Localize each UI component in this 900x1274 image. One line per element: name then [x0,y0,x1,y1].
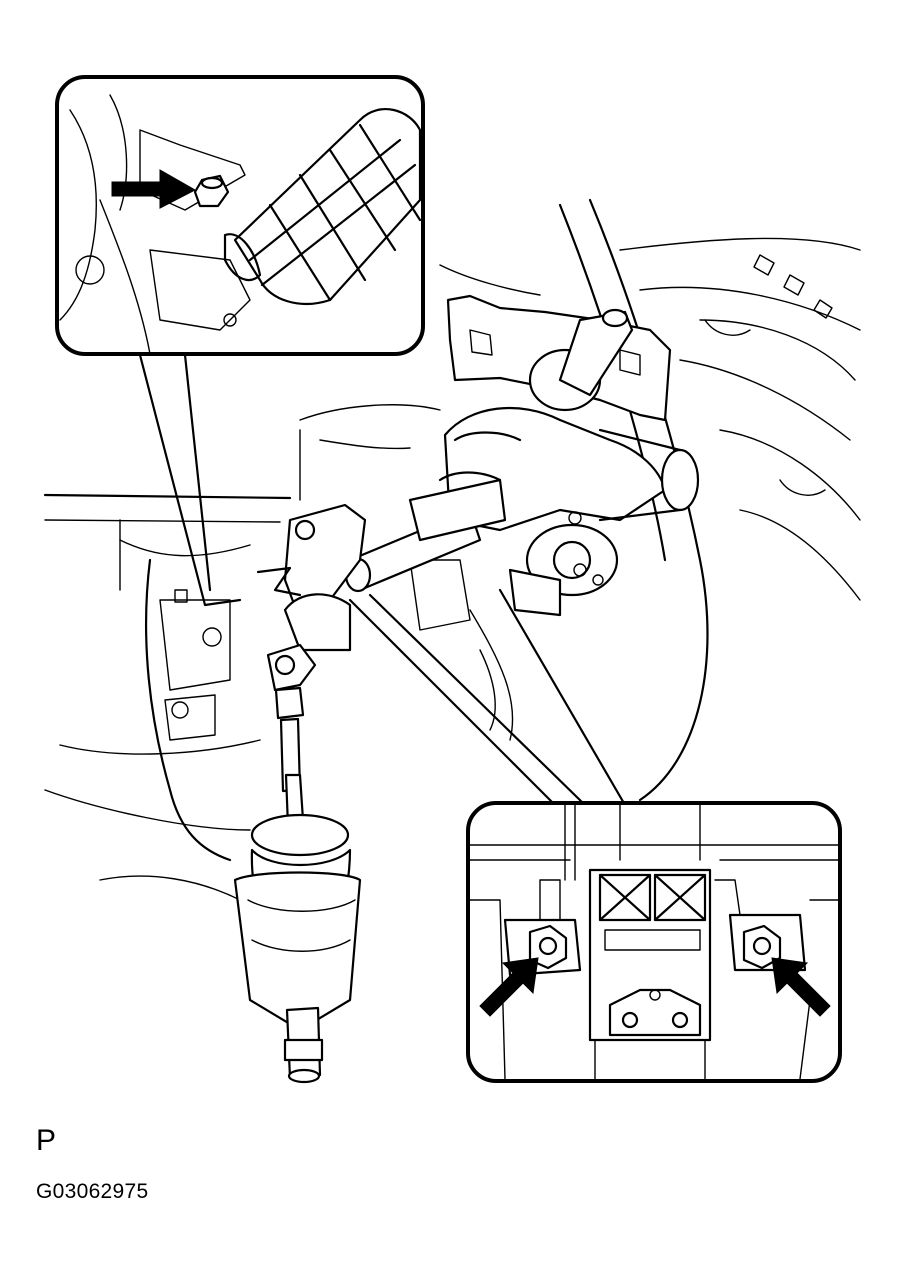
steering-column-assembly [256,294,700,652]
arrow-icon [771,957,831,1017]
vehicle-body-background [43,198,861,901]
arrow-icon [111,169,197,209]
arrow-icon [479,957,539,1017]
bolt-right [742,924,782,970]
callout-connectors [138,353,627,807]
detail-callout-bottom [466,801,842,1083]
figure-code: G03062975 [36,1180,149,1203]
steering-column-diagram [43,75,861,1084]
detail-callout-top [55,75,425,356]
view-letter: P [36,1124,57,1157]
intermediate-shaft [233,643,362,1084]
